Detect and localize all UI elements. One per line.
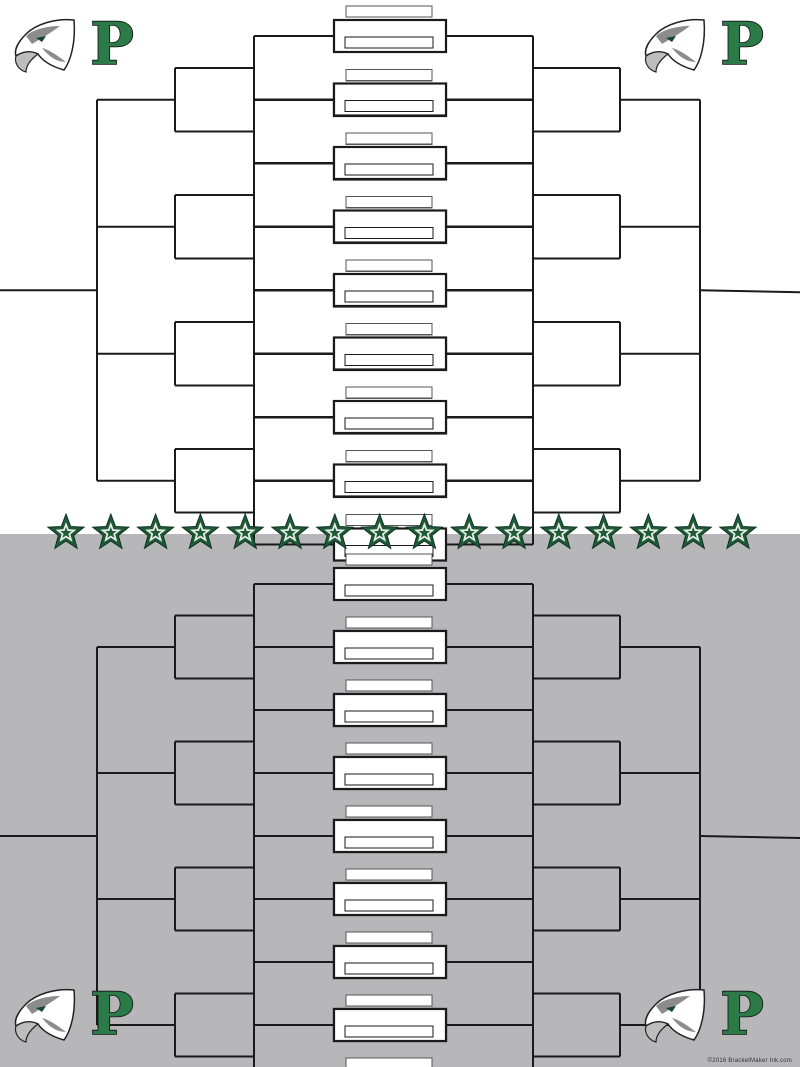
seed-label-field[interactable] [345, 994, 433, 1007]
eagle-head-icon [644, 18, 706, 73]
seed-label-field[interactable] [345, 323, 433, 335]
team-slot[interactable] [332, 931, 448, 980]
top-bracket-lines [0, 35, 800, 546]
seed-label-field[interactable] [345, 868, 433, 881]
logo: P [14, 9, 135, 79]
team-slot[interactable] [332, 259, 448, 308]
seed-label-field[interactable] [345, 553, 433, 566]
seed-label-field[interactable] [345, 1057, 433, 1067]
star-icon [718, 512, 758, 550]
team-slot[interactable] [332, 450, 448, 498]
star-icon [91, 512, 131, 550]
star-icon [46, 512, 86, 550]
bottom-bracket [0, 553, 800, 1067]
star-divider [46, 512, 758, 550]
team-name-field[interactable] [344, 100, 434, 112]
logo-letter: P [720, 980, 764, 1048]
seed-label-field[interactable] [345, 69, 433, 81]
seed-label-field[interactable] [345, 259, 433, 272]
star-icon [315, 512, 355, 550]
team-name-field[interactable] [344, 962, 434, 975]
team-name-field[interactable] [344, 1025, 434, 1038]
eagle-head-icon [14, 988, 76, 1043]
team-slot[interactable] [332, 323, 448, 371]
team-slot[interactable] [332, 679, 448, 728]
star-icon [225, 512, 265, 550]
logo-letter: P [90, 980, 134, 1048]
eagle-head-icon [644, 988, 706, 1043]
team-slot[interactable] [334, 1057, 446, 1067]
seed-label-field[interactable] [345, 616, 433, 629]
logo: P [644, 9, 765, 79]
final-line-right [699, 835, 800, 839]
team-slot[interactable] [332, 69, 448, 117]
team-name-field[interactable] [344, 163, 434, 176]
team-slot[interactable] [332, 553, 448, 602]
team-slot[interactable] [332, 805, 448, 854]
eagle-head-icon [14, 18, 76, 73]
seed-label-field[interactable] [345, 514, 433, 526]
team-name-field[interactable] [344, 710, 434, 723]
logo: P [644, 979, 765, 1049]
team-slot[interactable] [332, 868, 448, 917]
logo: P [14, 979, 135, 1049]
team-slot[interactable] [332, 742, 448, 791]
seed-label-field[interactable] [345, 679, 433, 692]
star-icon [136, 512, 176, 550]
team-slot[interactable] [332, 196, 448, 244]
seed-label-field[interactable] [345, 5, 433, 18]
team-name-field[interactable] [344, 836, 434, 849]
logo-letter: P [90, 10, 134, 78]
team-slot[interactable] [332, 5, 448, 54]
team-name-field[interactable] [344, 290, 434, 303]
team-name-field[interactable] [344, 481, 434, 493]
team-slot[interactable] [332, 132, 448, 181]
seed-label-field[interactable] [345, 132, 433, 145]
star-icon [270, 512, 310, 550]
team-name-field[interactable] [344, 647, 434, 660]
logos: P P P P [14, 9, 765, 1049]
final-line-right [699, 289, 800, 294]
team-name-field[interactable] [344, 227, 434, 239]
bottom-bracket-lines [0, 583, 800, 1067]
team-name-field[interactable] [344, 354, 434, 366]
team-name-field[interactable] [344, 417, 434, 430]
top-bracket [0, 5, 800, 562]
seed-label-field[interactable] [345, 742, 433, 755]
star-icon [449, 512, 489, 550]
copyright-text: ©2016 BracketMaker Ink.com [707, 1058, 792, 1064]
star-icon [360, 512, 400, 550]
logo-letter: P [720, 10, 764, 78]
star-icon [404, 512, 444, 550]
team-name-field[interactable] [344, 584, 434, 597]
team-slot[interactable] [332, 994, 448, 1043]
team-name-field[interactable] [344, 899, 434, 912]
team-name-field[interactable] [344, 773, 434, 786]
star-icon [628, 512, 668, 550]
star-icon [494, 512, 534, 550]
team-name-field[interactable] [344, 36, 434, 49]
star-icon [673, 512, 713, 550]
seed-label-field[interactable] [345, 931, 433, 944]
star-icon [584, 512, 624, 550]
top-bracket-slots [332, 5, 448, 562]
seed-label-field[interactable] [345, 386, 433, 399]
seed-label-field[interactable] [345, 805, 433, 818]
star-icon [539, 512, 579, 550]
bottom-bracket-slots [332, 553, 448, 1067]
team-slot[interactable] [332, 386, 448, 435]
star-icon [180, 512, 220, 550]
seed-label-field[interactable] [345, 196, 433, 208]
team-slot[interactable] [332, 616, 448, 665]
seed-label-field[interactable] [345, 450, 433, 462]
